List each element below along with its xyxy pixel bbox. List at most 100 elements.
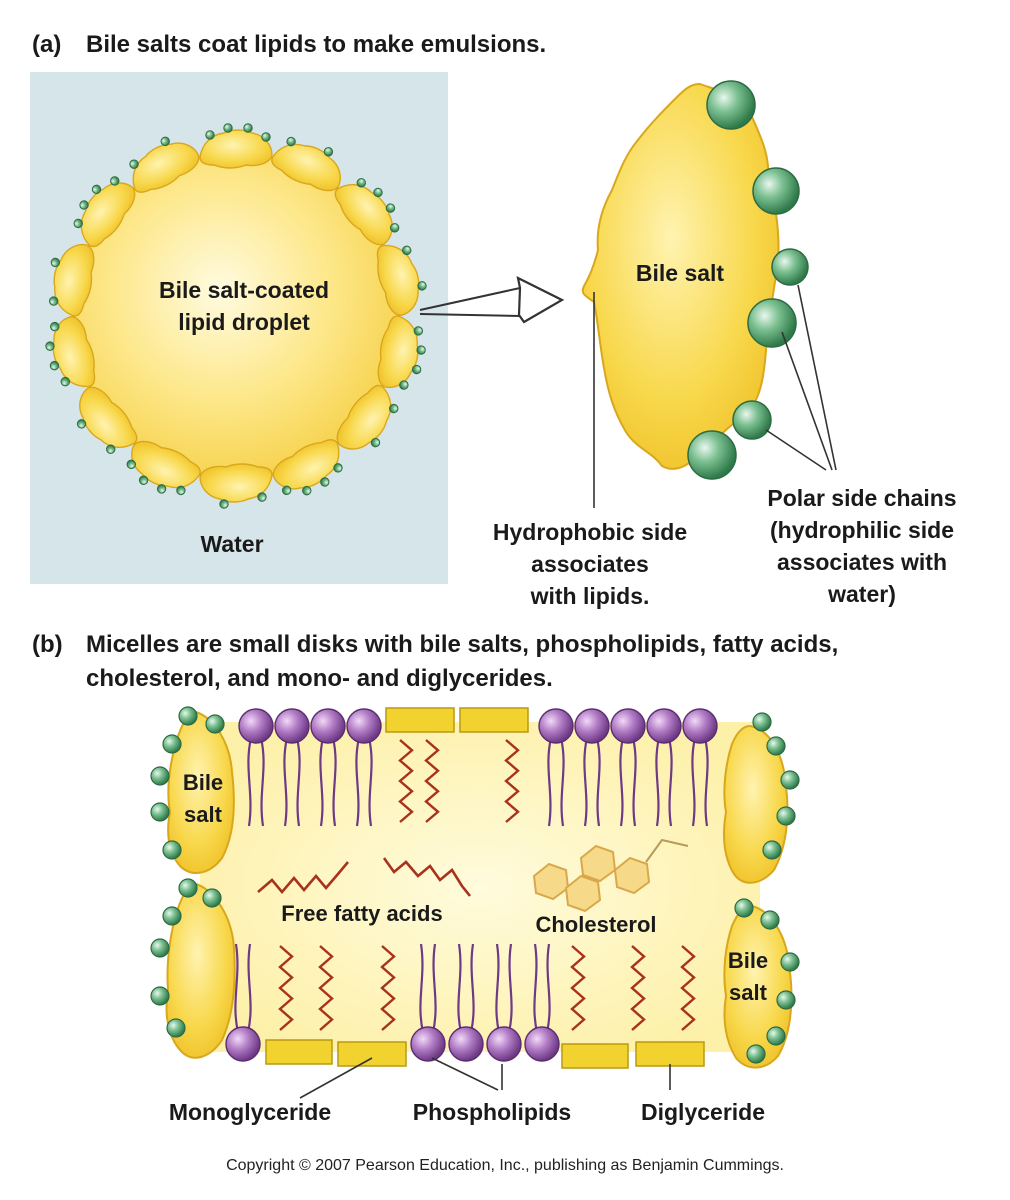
magnify-arrow-icon [419, 276, 565, 324]
coating-polar-bead [50, 257, 61, 268]
phospholipid-tail [691, 737, 697, 827]
coating-polar-bead [286, 136, 296, 147]
phospholipid-tail [667, 737, 673, 827]
coating-bile-salt [376, 244, 427, 316]
micelle-polar-bead [780, 952, 800, 972]
coating-bile-salt [73, 176, 136, 248]
coating-polar-bead [257, 492, 267, 502]
phospholipid-head [524, 1026, 560, 1062]
coating-polar-bead [156, 484, 167, 494]
coating-bile-salt [334, 178, 400, 246]
fatty-acid-tail [398, 739, 414, 823]
coating-polar-bead [401, 245, 412, 256]
coating-polar-bead [126, 459, 136, 470]
phospholipid-tail [246, 943, 252, 1033]
micelle-polar-bead [734, 898, 754, 918]
coating-bile-salt [76, 386, 138, 454]
enlarged-bile-salt [581, 80, 809, 480]
coating-polar-bead [302, 485, 312, 496]
glyceride-block [459, 707, 529, 733]
phospholipid-tail [247, 737, 253, 827]
coating-bile-salt [336, 384, 399, 450]
lipid-tails [234, 737, 709, 1033]
coating-polar-bead [79, 200, 89, 210]
coating-polar-bead [323, 147, 334, 157]
glyceride-blocks [265, 707, 705, 1069]
coating-polar-bead [389, 403, 399, 414]
coating-bile-salt [45, 316, 96, 388]
hydrophobic-label-line2: associates [531, 551, 649, 577]
coating-polar-bead [333, 463, 343, 473]
coating-polar-bead [243, 123, 253, 133]
micelle-polar-bead [162, 906, 182, 926]
phospholipid-tail [655, 737, 661, 827]
phospholipid-tail [545, 943, 551, 1033]
coating-polar-bead [223, 123, 233, 133]
coating-bile-salt-body [79, 386, 138, 448]
coating-polar-bead [320, 477, 330, 487]
cholesterol-label: Cholesterol [535, 912, 656, 937]
coating-polar-bead [356, 178, 366, 188]
coating-polar-bead [373, 187, 383, 198]
phospholipid-tail [595, 737, 601, 827]
coating-bile-salt-body [272, 439, 340, 490]
droplet-label-line2: lipid droplet [178, 309, 310, 335]
panel-b-title-line2: cholesterol, and mono- and diglycerides. [86, 665, 553, 692]
hydrophobic-label-line1: Hydrophobic side [493, 519, 687, 545]
hydrophobic-label-line3: with lipids. [530, 583, 650, 609]
polar-label-line2: (hydrophilic side [770, 517, 954, 543]
coating-polar-bead [110, 176, 120, 186]
micelle-polar-bead [202, 888, 222, 908]
bile-salt-left-line1: Bile [183, 770, 223, 795]
phospholipid-head [346, 708, 382, 744]
micelle-polar-bead [205, 714, 225, 734]
coating-bile-salt-body [199, 129, 273, 169]
glyceride-block [385, 707, 455, 733]
panel-a-title: Bile salts coat lipids to make emulsions… [86, 31, 546, 58]
coating-polar-bead [389, 223, 400, 233]
phospholipid-tail [419, 943, 425, 1033]
phospholipid-head [538, 708, 574, 744]
diglyceride-label: Diglyceride [641, 1099, 765, 1125]
glyceride-block [635, 1041, 705, 1067]
fatty-acid-tail [630, 945, 646, 1031]
coating-bile-salt [271, 136, 341, 192]
coating-polar-bead [413, 326, 424, 336]
micelle-polar-bead [746, 1044, 766, 1064]
phospholipid-head [448, 1026, 484, 1062]
phospholipid-tail [495, 943, 501, 1033]
coating-polar-bead [129, 159, 139, 169]
polar-label-line1: Polar side chains [767, 485, 956, 511]
bile-salt-right-line1: Bile [728, 948, 768, 973]
coating-polar-bead [281, 485, 292, 496]
coating-bile-salt-body [80, 182, 136, 248]
coating-polar-bead [106, 444, 116, 454]
glyceride-block [561, 1043, 629, 1069]
panel-b-letter: (b) [32, 631, 63, 658]
micelle-polar-bead [166, 1018, 186, 1038]
coating-polar-bead [60, 376, 71, 387]
phospholipid-tail [507, 943, 513, 1033]
phospholipid-head [225, 1026, 261, 1062]
fatty-acid-tail [680, 945, 696, 1031]
coating-polar-bead [219, 499, 229, 509]
panel-a-leader-lines [593, 284, 837, 508]
coating-polar-bead [176, 485, 186, 496]
glyceride-block [265, 1039, 333, 1065]
panel-b-leader-lines [299, 1057, 671, 1099]
phospholipid-head [238, 708, 274, 744]
copyright-notice: Copyright © 2007 Pearson Education, Inc.… [226, 1157, 784, 1174]
phospholipid-tail [331, 737, 337, 827]
phospholipid-tail [367, 737, 373, 827]
bile-salt-coating [45, 123, 427, 509]
phospholipid-tail [355, 737, 361, 827]
coating-bile-salt-body [199, 463, 273, 503]
glyceride-block [337, 1041, 407, 1067]
coating-polar-bead [417, 281, 427, 291]
monoglyceride-label: Monoglyceride [169, 1099, 331, 1125]
coating-bile-salt [199, 463, 273, 509]
coating-polar-bead [261, 132, 271, 142]
phospholipid-head [610, 708, 646, 744]
micelle-core [200, 722, 760, 1052]
water-label: Water [200, 531, 263, 557]
